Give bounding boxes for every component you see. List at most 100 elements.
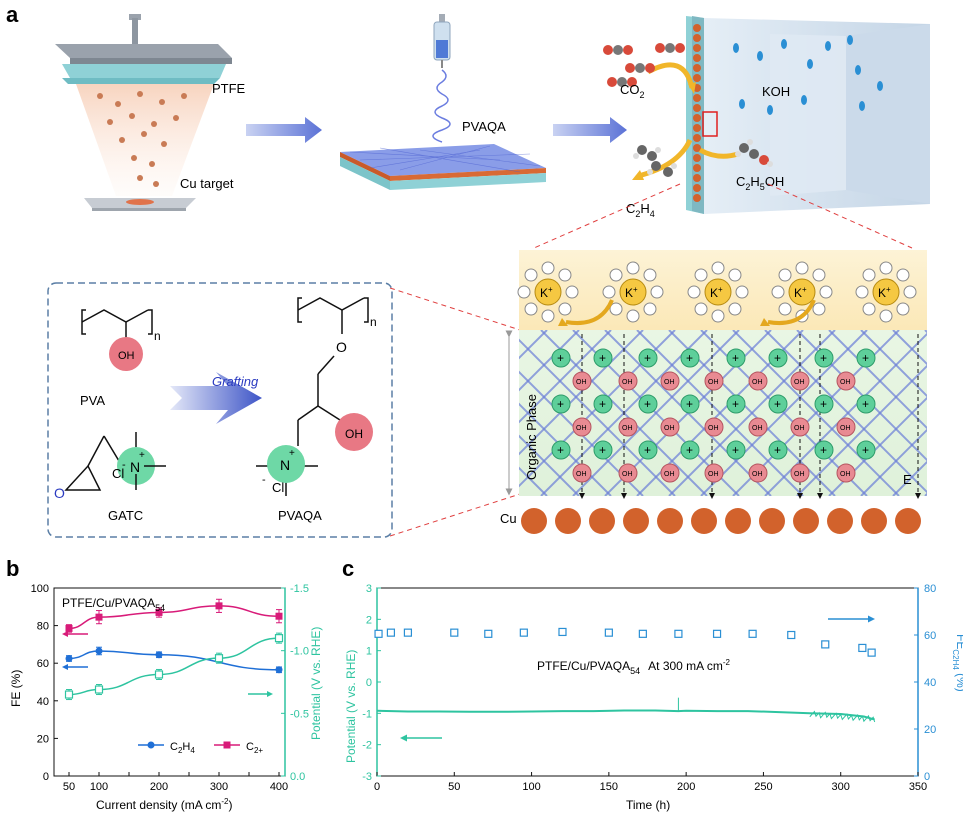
data-point: [94, 685, 104, 694]
cu-atom: [759, 508, 785, 534]
grafting-label: Grafting: [212, 374, 259, 389]
plus-charge: [768, 440, 788, 460]
water-molecule: [687, 285, 701, 299]
oh-group: [660, 417, 680, 437]
plus-charge: [768, 348, 788, 368]
plus-charge: [680, 440, 700, 460]
fe-point: [386, 628, 396, 637]
oh-text: OH: [708, 425, 719, 432]
chart-b-annotation: PTFE/Cu/PVAQA54: [62, 596, 165, 613]
pvaqa-chem-label: PVAQA: [278, 508, 322, 523]
swirl-arrowhead: [760, 318, 770, 326]
k-ion: [534, 278, 562, 306]
cu-atom: [555, 508, 581, 534]
water-molecule: [728, 268, 742, 282]
water-molecule: [855, 285, 869, 299]
oh-group: [790, 371, 810, 391]
oh-group: [618, 463, 638, 483]
y2-tick-label: -0.5: [290, 708, 309, 720]
data-point: [65, 655, 73, 662]
oh-group: [704, 371, 724, 391]
oh-text: OH: [576, 471, 587, 478]
c2h4-label: C2H4: [626, 201, 655, 219]
cu-atom: [895, 508, 921, 534]
water-molecule: [643, 302, 657, 316]
x-tick-label: 200: [150, 781, 168, 793]
c2plus-axis-arrowhead: [62, 631, 68, 637]
fe-point: [748, 629, 757, 638]
cu-atom: [623, 508, 649, 534]
plus-sign: +: [862, 351, 869, 365]
water-molecule: [728, 302, 742, 316]
plus-sign: +: [774, 351, 781, 365]
fe-point: [712, 629, 722, 638]
data-point: [95, 613, 103, 621]
chart-b-xlabel: Current density (mA cm-2): [96, 797, 233, 812]
water-molecule: [626, 309, 640, 323]
water-molecule: [602, 285, 616, 299]
k-ion: [872, 278, 900, 306]
plus-charge: [551, 440, 571, 460]
mesh-line: [892, 330, 927, 366]
data-point: [275, 666, 283, 674]
plus-charge: [814, 440, 834, 460]
pvaqa-cl-minus: -: [262, 474, 266, 486]
cu-atom: [861, 508, 887, 534]
water-molecule: [879, 309, 893, 323]
oh-text: OH: [622, 379, 633, 386]
plus-sign: +: [599, 397, 606, 411]
y-tick-label: 60: [37, 658, 49, 670]
mesh-line: [519, 466, 548, 496]
organic-phase-label: Organic Phase: [524, 394, 539, 480]
oh-text: OH: [664, 379, 675, 386]
water-molecule: [812, 302, 826, 316]
mesh-line: [519, 330, 612, 424]
x-tick-label: 350: [909, 781, 927, 793]
pvaqa-cl: Cl: [272, 480, 284, 495]
plus-charge: [726, 394, 746, 414]
process-arrow-1: [246, 117, 322, 143]
process-arrow-2: [553, 117, 627, 143]
ptfe-label: PTFE: [212, 81, 246, 96]
y2-tick-label: 0.0: [290, 771, 305, 783]
x-tick-label: 100: [522, 781, 540, 793]
gatc-methyls: [135, 432, 166, 490]
chem-zoom-line-top: [389, 287, 521, 331]
pvaqa-n-plus: +: [289, 448, 295, 459]
fe-point: [484, 629, 493, 638]
legend-c2plus-marker: [223, 741, 231, 749]
pva-oh-circle: [109, 337, 143, 371]
pvaqa-oh-text: OH: [345, 427, 363, 441]
water-molecule: [896, 302, 910, 316]
oh-text: OH: [708, 471, 719, 478]
pva-oh-text: OH: [118, 350, 135, 362]
k-ion: [704, 278, 732, 306]
data-point: [64, 690, 74, 699]
water-molecule: [650, 285, 664, 299]
mesh-line: [572, 330, 740, 496]
chart-c-xlabel: Time (h): [626, 798, 670, 812]
potential-line: [376, 709, 875, 721]
swirl-arrow: [565, 299, 614, 325]
fe-axis-arrowhead: [868, 615, 875, 623]
oh-text: OH: [840, 471, 851, 478]
plus-sign: +: [644, 397, 651, 411]
cu-atom: [589, 508, 615, 534]
cu-atom: [793, 508, 819, 534]
mesh-line: [700, 330, 868, 496]
x-tick-label: 100: [90, 781, 108, 793]
fe-point: [858, 643, 867, 653]
oh-text: OH: [576, 425, 587, 432]
plus-sign: +: [599, 443, 606, 457]
y2-tick-label: -1.0: [290, 646, 309, 658]
gatc-n-plus: +: [139, 450, 145, 461]
potential-noise: [809, 710, 876, 723]
zoom-line-left: [533, 183, 681, 249]
water-molecule: [558, 268, 572, 282]
chart-c-ylabel-right: FEC2H4 (%): [951, 634, 963, 692]
pva-n: n: [154, 329, 161, 343]
oh-group: [748, 371, 768, 391]
mesh-line: [519, 330, 548, 360]
